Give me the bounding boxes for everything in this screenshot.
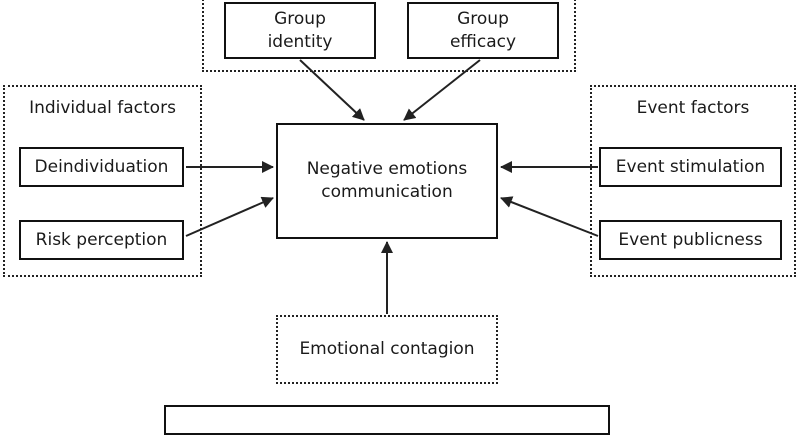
- event-stimulation-node: Event stimulation: [599, 147, 782, 187]
- group-factors-top-group: [202, 0, 576, 72]
- group-efficacy-line2: efficacy: [449, 31, 517, 52]
- risk-perception-node: Risk perception: [19, 220, 184, 260]
- connector-arrows: [185, 59, 599, 314]
- emotional-contagion-node: Emotional contagion: [299, 339, 475, 359]
- individual-factors-group: [3, 85, 202, 277]
- group-efficacy-line1: Group: [457, 8, 509, 29]
- arrow-event-publicness: [500, 196, 599, 237]
- emotional-contagion-group: [276, 315, 498, 384]
- arrow-risk-perception: [185, 196, 274, 237]
- arrow-group-efficacy: [403, 59, 481, 121]
- diagram: Individual factors Event factors Group i…: [3, 0, 796, 435]
- center-line1: Negative emotions: [306, 159, 468, 179]
- deindividuation-node: Deindividuation: [19, 147, 184, 187]
- group-identity-line2: identity: [267, 31, 333, 52]
- group-identity-line1: Group: [274, 8, 326, 29]
- event-factors-label: Event factors: [636, 98, 750, 118]
- negative-emotions-communication-node: Negative emotions communication: [276, 123, 498, 239]
- event-factors-group: [590, 85, 796, 277]
- group-efficacy-node: Group efficacy: [407, 2, 559, 59]
- group-identity-node: Group identity: [224, 2, 376, 59]
- center-line2: communication: [321, 182, 453, 202]
- event-publicness-node: Event publicness: [599, 220, 782, 260]
- arrow-group-identity: [299, 59, 365, 121]
- individual-factors-label: Individual factors: [29, 98, 176, 118]
